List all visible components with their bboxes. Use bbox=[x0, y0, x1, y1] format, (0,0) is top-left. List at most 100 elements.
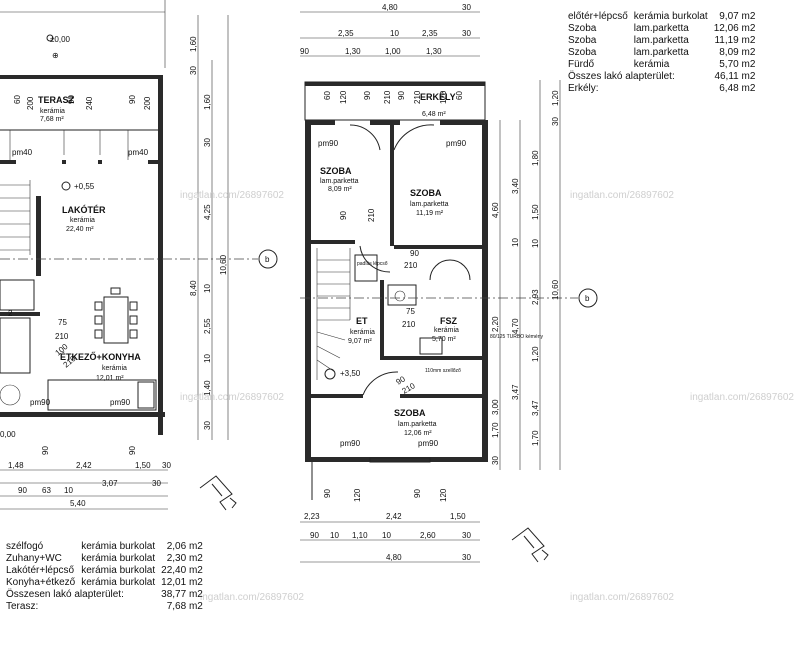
dim: 30 bbox=[491, 456, 500, 465]
dim: 200 bbox=[143, 96, 152, 110]
dim: 90 bbox=[363, 91, 372, 100]
dim: 30 bbox=[203, 138, 212, 147]
dim: 30 bbox=[551, 117, 560, 126]
dim: 210 bbox=[402, 320, 416, 329]
dim: 10,60 bbox=[551, 279, 560, 300]
lakoter-material: kerámia bbox=[70, 217, 95, 224]
room-cell: Lakótér+lépcső bbox=[6, 565, 75, 576]
dim: 10 bbox=[511, 238, 520, 247]
material-cell: kerámia burkolat bbox=[81, 577, 156, 588]
material-cell: lam.parketta bbox=[633, 23, 689, 34]
dim: 200 bbox=[26, 96, 35, 110]
dim: 1,70 bbox=[531, 430, 540, 446]
dim: 90 bbox=[300, 47, 309, 56]
axis-label-b: b bbox=[265, 255, 270, 264]
dim: 30 bbox=[189, 66, 198, 75]
dim: 1,80 bbox=[531, 150, 540, 166]
dim: 1,50 bbox=[135, 461, 151, 470]
dim: 4,70 bbox=[511, 318, 520, 334]
area-cell: 6,48 m2 bbox=[719, 83, 756, 94]
szoba2-area: 11,19 m² bbox=[416, 210, 444, 217]
material-cell: kerámia bbox=[633, 59, 670, 70]
material-cell: kerámia burkolat bbox=[81, 541, 156, 552]
szoba3-material: lam.parketta bbox=[398, 421, 437, 428]
area-cell: 11,19 m2 bbox=[714, 35, 756, 46]
pm90-1: pm90 bbox=[318, 139, 339, 148]
area-cell: 38,77 m2 bbox=[161, 589, 203, 600]
pm90-3: pm90 bbox=[340, 439, 361, 448]
pm90-2: pm90 bbox=[446, 139, 467, 148]
watermark: ingatlan.com/26897602 bbox=[200, 592, 304, 603]
dim: 4,80 bbox=[382, 3, 398, 12]
dim: 1,48 bbox=[8, 461, 24, 470]
north-marker: ⊕ bbox=[52, 51, 59, 60]
lakoter-area: 22,40 m² bbox=[66, 226, 94, 233]
dim: 240 bbox=[85, 96, 94, 110]
area-cell: 8,09 m2 bbox=[719, 47, 756, 58]
dim: 2,35 bbox=[338, 29, 354, 38]
dim: 2,20 bbox=[491, 316, 500, 332]
fsz-label: FSZ bbox=[440, 316, 458, 326]
terasz-label: TERASZ bbox=[38, 95, 75, 105]
room-cell: Erkély: bbox=[568, 83, 599, 94]
dim: 60 bbox=[455, 91, 464, 100]
dim: 1,60 bbox=[189, 36, 198, 52]
dim: 1,10 bbox=[352, 531, 368, 540]
szoba2-label: SZOBA bbox=[410, 188, 442, 198]
door-width: 75 bbox=[58, 318, 67, 327]
material-cell: kerámia burkolat bbox=[81, 553, 156, 564]
watermark: ingatlan.com/26897602 bbox=[180, 392, 284, 403]
door-width-2: 2 bbox=[8, 309, 13, 318]
ground-floor-plan: ±0,00 ⊕ TERASZ kerámia 7,68 m² 60 200 90… bbox=[0, 0, 278, 511]
dim: 10 bbox=[203, 284, 212, 293]
area-cell: 22,40 m2 bbox=[161, 565, 203, 576]
dim: 1,20 bbox=[531, 346, 540, 362]
room-cell: Összes lakó alapterület: bbox=[568, 71, 675, 82]
dim: 1,20 bbox=[551, 90, 560, 106]
dim: 90 bbox=[18, 486, 27, 495]
level-marker: ±0,00 bbox=[50, 35, 71, 44]
table-row: Összesen lakó alapterület:38,77 m2 bbox=[6, 589, 203, 601]
dim: 90 bbox=[310, 531, 319, 540]
dim: 2,93 bbox=[531, 289, 540, 305]
bottom-level: 0,00 bbox=[0, 430, 16, 439]
dim: 10 bbox=[531, 239, 540, 248]
dim: 120 bbox=[439, 488, 448, 502]
dim: 1,00 bbox=[385, 47, 401, 56]
erkely-label: ERKÉLY bbox=[420, 92, 456, 102]
dim: 10 bbox=[330, 531, 339, 540]
dim: 90 bbox=[67, 95, 76, 104]
pm40-left: pm40 bbox=[12, 148, 33, 157]
dim: 90 bbox=[323, 489, 332, 498]
dim: 3,40 bbox=[511, 178, 520, 194]
dim: 60 bbox=[13, 95, 22, 104]
axis-label-b-first: b bbox=[585, 294, 590, 303]
dim: 90 bbox=[339, 211, 348, 220]
dim: 10,60 bbox=[219, 254, 228, 275]
szoba1-material: lam.parketta bbox=[320, 178, 359, 185]
dim: 1,50 bbox=[531, 204, 540, 220]
dim: 1,30 bbox=[426, 47, 442, 56]
pm90-left: pm90 bbox=[30, 398, 51, 407]
dim: 30 bbox=[462, 29, 471, 38]
material-cell: kerámia burkolat bbox=[633, 11, 708, 22]
dim: 2,42 bbox=[76, 461, 92, 470]
dim: 63 bbox=[42, 486, 51, 495]
room-cell: Fürdő bbox=[568, 59, 595, 70]
dim: 4,60 bbox=[491, 202, 500, 218]
erkely-area: 6,48 m² bbox=[422, 111, 446, 118]
watermark: ingatlan.com/26897602 bbox=[690, 392, 794, 403]
dim: 60 bbox=[323, 91, 332, 100]
szoba1-area: 8,09 m² bbox=[328, 186, 352, 193]
dim: 30 bbox=[462, 3, 471, 12]
fsz-area: 5,70 m² bbox=[432, 336, 456, 343]
dim: 2,55 bbox=[203, 318, 212, 334]
dim: 3,07 bbox=[102, 479, 118, 488]
table-row: Terasz:7,68 m2 bbox=[6, 601, 203, 613]
table-row: Erkély: 6,48 m2 bbox=[568, 83, 755, 95]
